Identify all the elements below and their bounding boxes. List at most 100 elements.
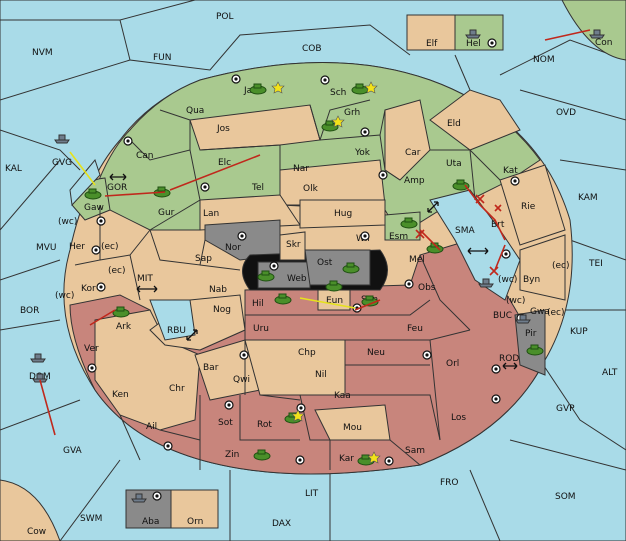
label-gvg: GVG: [52, 158, 72, 168]
label-elf: Elf: [426, 39, 438, 49]
region-car[interactable]: [384, 99, 431, 181]
supply-center-icon: [422, 350, 432, 360]
label-nog: Nog: [213, 305, 231, 315]
label-skr: Skr: [286, 240, 301, 250]
stars: [271, 81, 381, 464]
label-car: Car: [405, 148, 421, 158]
label-buc: BUC: [493, 311, 512, 321]
label-pir: Pir: [525, 329, 537, 339]
coast-mark-byn-ec: (ec): [552, 261, 570, 271]
supply-center-icon: [404, 279, 414, 289]
label-con: Con: [595, 38, 613, 48]
supply-center-icon: [491, 364, 501, 374]
region-orn[interactable]: [170, 489, 219, 529]
army-icon: [257, 270, 275, 282]
label-lan: Lan: [203, 209, 219, 219]
supply-center-icon: [237, 231, 247, 241]
army-icon: [342, 262, 360, 274]
mit-canal-icon: [136, 285, 158, 293]
label-tei: TEI: [588, 259, 603, 269]
supply-center-icon: [269, 261, 279, 271]
label-grh: Grh: [344, 108, 360, 118]
region-elf[interactable]: [406, 14, 456, 51]
region-aba[interactable]: [125, 489, 172, 529]
label-swm: SWM: [80, 514, 102, 524]
supply-center-icon: [384, 456, 394, 466]
label-ail: Ail: [146, 422, 157, 432]
supply-center-icon: [491, 394, 501, 404]
sea-rbu[interactable]: [149, 299, 196, 341]
supply-center-icon: [96, 282, 106, 292]
label-neu: Neu: [367, 348, 385, 358]
label-feu: Feu: [407, 324, 423, 334]
units[interactable]: [30, 29, 605, 503]
star-icon: [367, 451, 381, 464]
label-hil: Hil: [252, 299, 264, 309]
label-sam: Sam: [405, 446, 425, 456]
label-elc: Elc: [218, 158, 231, 168]
label-nom: NOM: [533, 55, 555, 65]
label-chr: Chr: [169, 384, 185, 394]
label-orl: Orl: [446, 359, 459, 369]
support-arrow: [69, 151, 96, 186]
army-icon: [526, 344, 544, 356]
label-hug: Hug: [334, 209, 352, 219]
supply-center-icon: [91, 245, 101, 255]
label-obs: Obs: [418, 283, 436, 293]
army-icon: [249, 83, 267, 95]
label-gva: GVA: [63, 446, 83, 456]
army-icon: [84, 188, 102, 200]
army-icon: [112, 306, 130, 318]
fleet-icon: [131, 493, 147, 503]
label-bor: BOR: [20, 306, 39, 316]
move-arrow: [169, 154, 261, 191]
region-skr[interactable]: [279, 231, 306, 261]
fleet-icon: [589, 29, 605, 39]
fleet-icon: [30, 353, 46, 363]
sma-canal-icon: [427, 201, 439, 213]
sma-mel-canal-icon: [467, 247, 489, 255]
region-byn[interactable]: [519, 234, 566, 301]
army-icon: [400, 217, 418, 229]
label-ken: Ken: [112, 390, 129, 400]
supply-center-icon: [163, 441, 173, 451]
label-bar: Bar: [203, 363, 219, 373]
label-olk: Olk: [303, 184, 319, 194]
label-chp: Chp: [298, 348, 316, 358]
label-kal: KAL: [5, 164, 22, 174]
label-jos: Jos: [216, 124, 230, 134]
label-gor: GOR: [107, 183, 127, 193]
label-kup: KUP: [570, 327, 588, 337]
coast-mark-byn-wc: (wc): [498, 275, 517, 285]
army-icon: [321, 120, 339, 132]
failed-order-mark: [489, 266, 499, 276]
star-icon: [291, 409, 305, 422]
label-gwa: Gwa: [530, 307, 550, 317]
move-arrow: [419, 229, 441, 251]
label-sot: Sot: [218, 418, 233, 428]
label-gaw: Gaw: [84, 203, 104, 213]
gor-canal-icon: [109, 173, 127, 181]
label-rie: Rie: [521, 202, 536, 212]
label-uta: Uta: [446, 159, 462, 169]
coast-mark-kor-wc: (wc): [55, 291, 74, 301]
label-kat: Kat: [503, 166, 518, 176]
label-hel: Hel: [466, 39, 481, 49]
label-amp: Amp: [404, 176, 425, 186]
failed-order-mark: [415, 229, 425, 239]
supply-center-icon: [320, 75, 330, 85]
supply-center-icon: [378, 170, 388, 180]
army-icon: [452, 179, 470, 191]
fleet-icon: [515, 314, 531, 324]
region-ken-chr: [94, 309, 201, 431]
region-jos[interactable]: [189, 104, 321, 151]
label-rot: Rot: [257, 420, 272, 430]
region-pir[interactable]: [514, 309, 546, 376]
label-can: Can: [136, 151, 154, 161]
fleet-icon: [478, 278, 494, 288]
label-sma: SMA: [455, 226, 475, 236]
label-lit: LIT: [305, 489, 319, 499]
label-rbu: RBU: [167, 326, 186, 336]
region-ost[interactable]: [304, 249, 371, 286]
